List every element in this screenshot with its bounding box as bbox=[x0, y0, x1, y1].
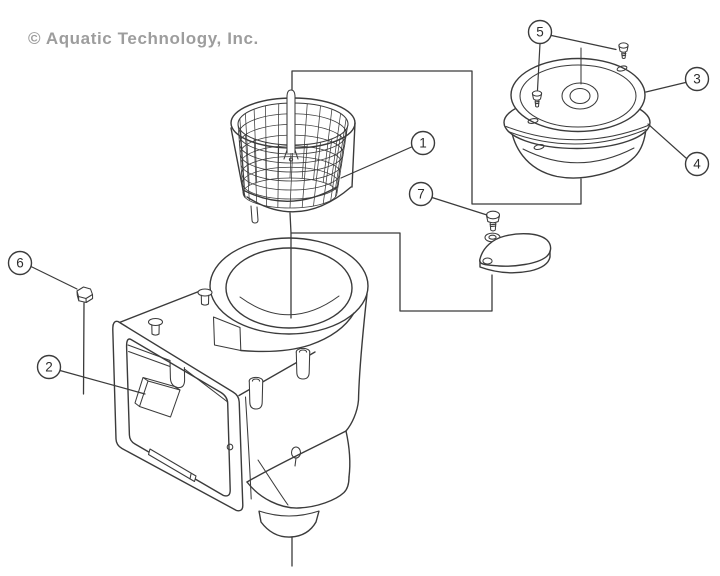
basket-skirt-bottom bbox=[246, 186, 352, 213]
leader-1 bbox=[340, 146, 413, 179]
throat-bottom-track bbox=[147, 448, 197, 483]
stud-front-left bbox=[248, 376, 264, 410]
leader-5 bbox=[536, 34, 617, 91]
callout-7-label: 7 bbox=[417, 187, 425, 202]
tank-bottom-cap bbox=[246, 476, 350, 509]
tank-right-edge bbox=[345, 293, 368, 432]
faceplate-opening bbox=[125, 338, 231, 497]
callout-6-label: 6 bbox=[16, 256, 24, 271]
throat-wall-edge-lower bbox=[128, 350, 171, 368]
faceplate-nut bbox=[76, 286, 94, 304]
callout-3: 3 bbox=[684, 66, 710, 92]
side-fitting bbox=[290, 446, 302, 467]
weir-to-body-line bbox=[290, 232, 493, 312]
basket-handle bbox=[286, 89, 296, 153]
stud-front-right bbox=[295, 347, 311, 380]
weir-screw bbox=[485, 210, 501, 232]
nut-to-faceplate-line bbox=[82, 302, 85, 395]
gasket-edge-2 bbox=[507, 128, 647, 145]
basket-handle-pin bbox=[288, 157, 294, 162]
lid-cover-face bbox=[519, 64, 637, 128]
basket-to-lid-line bbox=[291, 70, 582, 205]
weir-plate-assembly bbox=[479, 210, 552, 274]
callout-2-label: 2 bbox=[45, 360, 53, 375]
mounting-studs bbox=[147, 288, 311, 410]
leader-6 bbox=[30, 265, 78, 290]
callouts: 1 2 3 4 5 6 7 bbox=[7, 19, 710, 395]
leader-4 bbox=[647, 123, 687, 159]
skimmer-basket bbox=[230, 89, 356, 224]
basket-leg bbox=[250, 205, 259, 224]
weir-plate-hole bbox=[482, 257, 493, 265]
lid-assembly bbox=[503, 42, 651, 179]
tank-right-lower-edge bbox=[345, 430, 351, 478]
body-top-edge bbox=[112, 290, 201, 326]
tank-left-edge bbox=[244, 396, 252, 500]
ring-tab-hole bbox=[533, 143, 545, 151]
lid-cover bbox=[510, 57, 646, 133]
basket-handle-base bbox=[283, 149, 299, 160]
flap-door bbox=[138, 380, 181, 418]
leader-2 bbox=[59, 369, 146, 395]
weir-cam-plate bbox=[479, 232, 552, 267]
tank-bottom-seam bbox=[246, 430, 347, 483]
callout-5: 5 bbox=[527, 19, 553, 45]
throat-wall-edge-upper bbox=[127, 344, 171, 362]
leader-3 bbox=[645, 81, 687, 93]
box-bottom-edge bbox=[257, 459, 289, 506]
callout-1-label: 1 bbox=[419, 136, 427, 151]
lid-cup-base-arc bbox=[522, 147, 635, 164]
bottom-outlet-port bbox=[258, 510, 320, 538]
callout-1: 1 bbox=[410, 130, 436, 156]
lid-screw-hole-left bbox=[527, 118, 539, 124]
collar-inner-rim bbox=[225, 247, 353, 329]
track-notch bbox=[189, 473, 192, 480]
basket-mesh-bottom bbox=[242, 186, 338, 202]
leader-7 bbox=[431, 196, 488, 216]
callout-7: 7 bbox=[408, 181, 434, 207]
assembly-lines bbox=[82, 70, 582, 567]
callout-4: 4 bbox=[684, 151, 710, 177]
callout-5-label: 5 bbox=[536, 25, 544, 40]
stud-back-left bbox=[147, 317, 164, 336]
throat-wall-edge-right bbox=[183, 368, 229, 403]
flap-door-thickness bbox=[134, 376, 181, 408]
lid-screw-hole-right bbox=[616, 65, 628, 72]
throat-interior bbox=[127, 344, 234, 483]
gasket-edge-1 bbox=[505, 124, 649, 141]
lid-screw-right bbox=[618, 42, 629, 60]
lid-center-boss bbox=[561, 82, 599, 110]
watermark-text: © Aquatic Technology, Inc. bbox=[28, 29, 259, 48]
lid-screw-left bbox=[531, 90, 543, 108]
lid-center-hole bbox=[569, 87, 591, 105]
mouth-depth-arc bbox=[239, 295, 340, 316]
stud-back-corner bbox=[197, 288, 213, 306]
basket-right-edge bbox=[351, 122, 356, 188]
skimmer-body bbox=[112, 237, 369, 538]
callout-2: 2 bbox=[36, 354, 62, 380]
collar-band-bottom bbox=[240, 312, 355, 353]
frame-screw-hole bbox=[226, 443, 234, 451]
weir-cam-plate-side bbox=[479, 250, 551, 274]
weir-notch bbox=[169, 359, 186, 389]
callout-4-label: 4 bbox=[693, 157, 701, 172]
callout-3-label: 3 bbox=[693, 72, 701, 87]
outlet-joint-arc bbox=[258, 510, 320, 517]
callout-6: 6 bbox=[7, 250, 33, 276]
